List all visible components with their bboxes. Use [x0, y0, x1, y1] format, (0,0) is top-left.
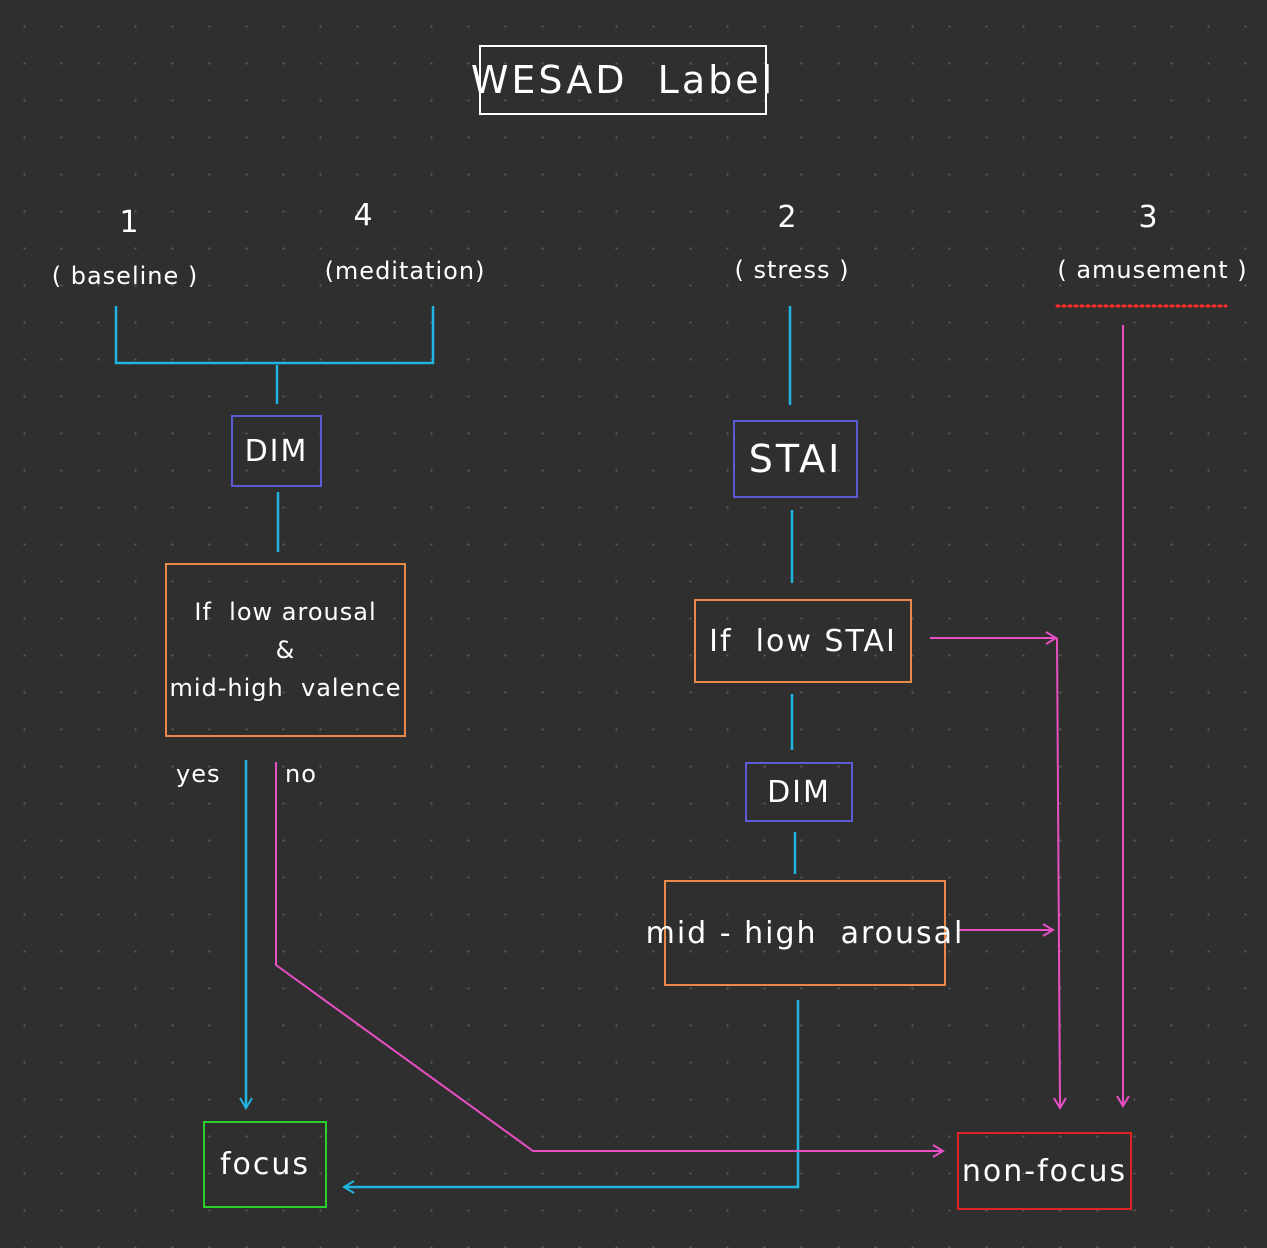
dim-node-right-text: DIM — [767, 774, 831, 810]
mid-high-arousal-text: mid - high arousal — [645, 915, 965, 951]
dim-node-left-text: DIM — [244, 433, 309, 469]
branch-no-label: no — [285, 760, 317, 788]
label-baseline-name: ( baseline ) — [51, 262, 199, 290]
label-baseline-number: 1 — [119, 205, 141, 240]
connector-baseline-meditation-merge — [114, 306, 435, 365]
label-stress-name: ( stress ) — [734, 256, 850, 284]
label-amusement-number: 3 — [1138, 200, 1160, 235]
if-low-stai-text: If low STAI — [709, 623, 897, 659]
condition-line-2: & — [275, 636, 296, 664]
focus-node: focus — [203, 1121, 327, 1208]
if-low-stai-node: If low STAI — [694, 599, 912, 683]
mid-high-arousal-node: mid - high arousal — [646, 880, 962, 986]
connector-no-to-nonfocus — [275, 762, 945, 1158]
title-text: WESAD Label — [470, 58, 776, 102]
condition-line-3: mid-high valence — [169, 674, 402, 702]
dim-node-right: DIM — [745, 762, 853, 822]
label-meditation-number: 4 — [353, 198, 375, 233]
label-meditation-name: (meditation) — [324, 257, 486, 285]
stai-node: STAI — [733, 420, 858, 498]
label-stress-number: 2 — [777, 200, 799, 235]
condition-line-1: If low arousal — [194, 598, 377, 626]
non-focus-node-text: non-focus — [961, 1153, 1128, 1189]
branch-yes-label: yes — [176, 760, 221, 788]
focus-node-text: focus — [219, 1147, 311, 1182]
connector-arousal-to-focus — [342, 1000, 800, 1194]
dim-node-left: DIM — [231, 415, 322, 487]
label-amusement-name: ( amusement ) — [1057, 256, 1248, 284]
stai-node-text: STAI — [748, 437, 843, 481]
connector-merge-to-nonfocus — [1053, 637, 1067, 1110]
condition-node-left: If low arousal & mid-high valence — [165, 563, 406, 737]
title-box: WESAD Label — [471, 45, 772, 115]
non-focus-node: non-focus — [957, 1132, 1132, 1210]
